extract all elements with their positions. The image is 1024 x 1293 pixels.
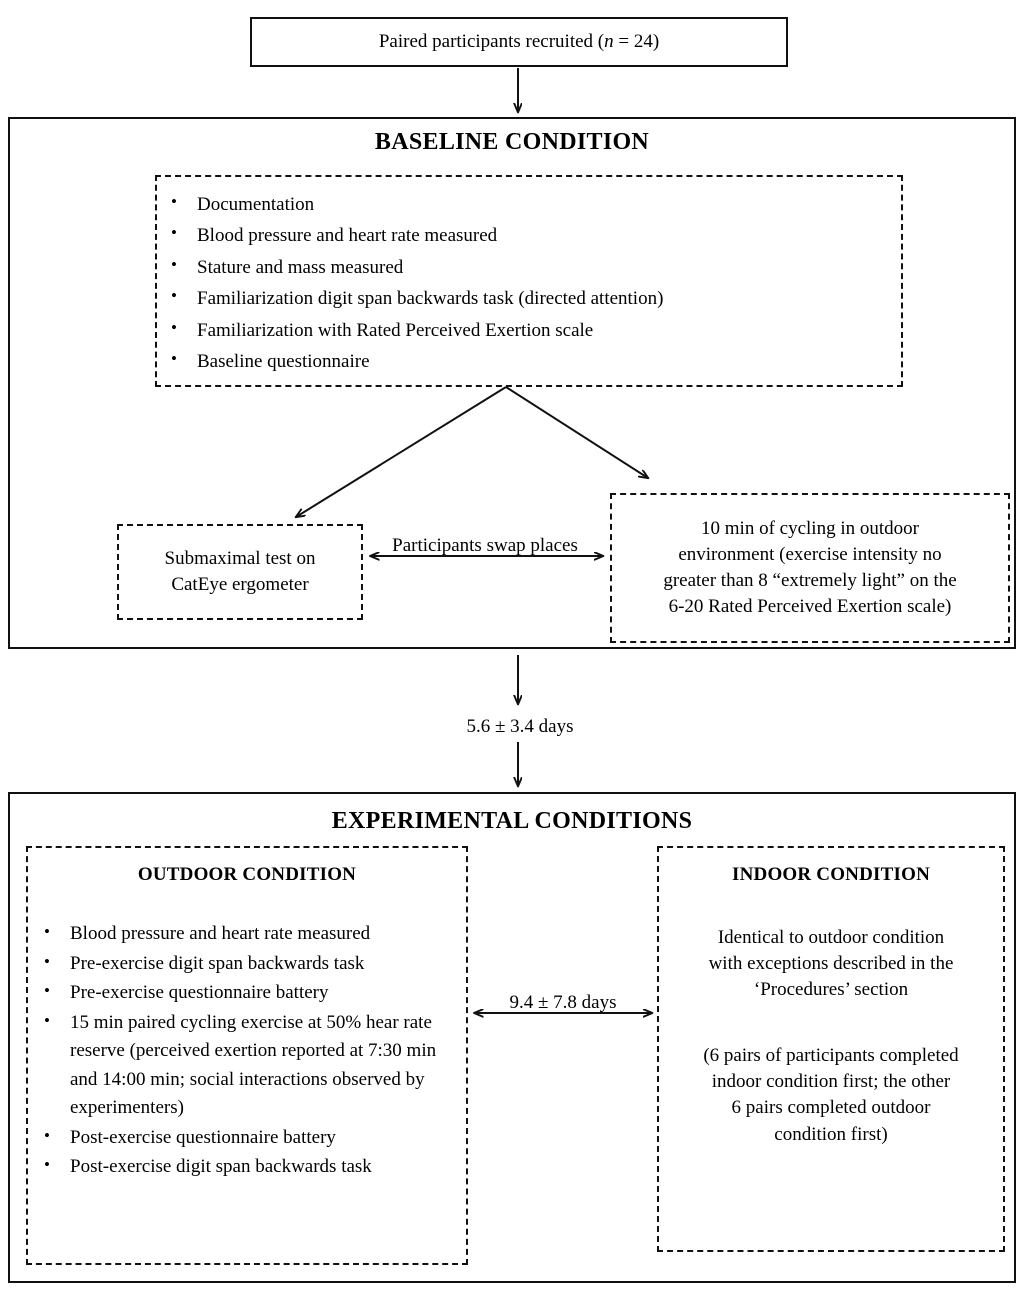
list-item: Baseline questionnaire: [163, 346, 893, 376]
outdoor-cycling-line2: environment (exercise intensity no: [678, 543, 942, 565]
baseline-to-experimental-interval-label: 5.6 ± 3.4 days: [466, 716, 574, 737]
indoor-condition-description: Identical to outdoor condition with exce…: [667, 925, 995, 1004]
baseline-condition-title: BASELINE CONDITION: [374, 129, 650, 155]
indoor-note-line3: 6 pairs completed outdoor: [731, 1097, 931, 1119]
outdoor-cycling-text: 10 min of cycling in outdoor environment…: [657, 516, 962, 621]
indoor-description-line2: with exceptions described in the: [708, 953, 954, 975]
list-item: Pre-exercise questionnaire battery: [36, 978, 460, 1008]
list-item: 15 min paired cycling exercise at 50% he…: [36, 1008, 460, 1123]
baseline-tasks-list: Documentation Blood pressure and heart r…: [163, 189, 893, 379]
list-item: Blood pressure and heart rate measured: [36, 919, 460, 949]
submaximal-test-box: Submaximal test on CatEye ergometer: [117, 524, 363, 620]
list-item: Post-exercise digit span backwards task: [36, 1152, 460, 1182]
indoor-condition-panel: [657, 846, 1005, 1252]
outdoor-cycling-line4: 6-20 Rated Perceived Exertion scale): [668, 596, 952, 618]
submaximal-test-line2: CatEye ergometer: [171, 574, 309, 595]
outdoor-condition-list: Blood pressure and heart rate measured P…: [36, 919, 460, 1183]
recruitment-box: Paired participants recruited (n = 24): [250, 17, 788, 67]
outdoor-condition-title: OUTDOOR CONDITION: [137, 864, 357, 885]
recruitment-label-prefix: Paired participants recruited (: [378, 30, 605, 52]
submaximal-test-line1: Submaximal test on: [164, 547, 316, 569]
outdoor-condition-panel: [26, 846, 468, 1265]
list-item: Familiarization digit span backwards tas…: [163, 283, 893, 313]
outdoor-cycling-box: 10 min of cycling in outdoor environment…: [610, 493, 1010, 643]
indoor-description-line3: ‘Procedures’ section: [753, 979, 909, 1001]
outdoor-cycling-line1: 10 min of cycling in outdoor: [701, 517, 919, 539]
experimental-conditions-title: EXPERIMENTAL CONDITIONS: [331, 808, 693, 834]
indoor-note-line1: (6 pairs of participants completed: [703, 1045, 959, 1066]
indoor-description-line1: Identical to outdoor condition: [717, 927, 945, 948]
participants-swap-label: Participants swap places: [392, 535, 578, 556]
submaximal-test-text: Submaximal test on CatEye ergometer: [165, 546, 316, 598]
indoor-condition-counterbalance-note: (6 pairs of participants completed indoo…: [667, 1043, 995, 1148]
recruitment-n-symbol: n: [604, 30, 614, 52]
baseline-tasks-panel: [155, 175, 903, 387]
list-item: Familiarization with Rated Perceived Exe…: [163, 315, 893, 345]
between-conditions-interval-label: 9.4 ± 7.8 days: [509, 992, 617, 1013]
list-item: Stature and mass measured: [163, 252, 893, 282]
indoor-note-line4: condition first): [774, 1123, 888, 1145]
list-item: Documentation: [163, 189, 893, 219]
outdoor-cycling-line3: greater than 8 “extremely light” on the: [663, 570, 957, 591]
indoor-condition-title: INDOOR CONDITION: [732, 864, 930, 885]
indoor-note-line2: indoor condition first; the other: [711, 1071, 951, 1093]
recruitment-label: Paired participants recruited (n = 24): [379, 29, 659, 55]
recruitment-label-suffix: = 24): [613, 30, 660, 52]
list-item: Post-exercise questionnaire battery: [36, 1123, 460, 1153]
list-item: Pre-exercise digit span backwards task: [36, 949, 460, 979]
list-item: Blood pressure and heart rate measured: [163, 220, 893, 250]
